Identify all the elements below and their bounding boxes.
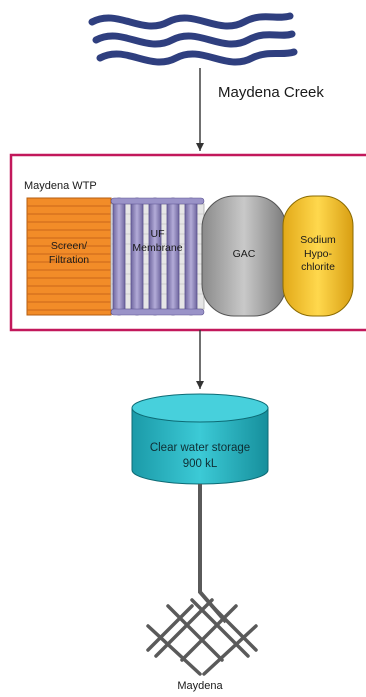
reticulation-network-icon <box>146 598 258 676</box>
storage-name: Clear water storage <box>149 442 251 454</box>
storage-capacity: 900 kL <box>182 457 218 470</box>
stage-label-gac: GAC <box>232 248 256 260</box>
source-name: Maydena Creek <box>218 84 324 101</box>
town-name: Maydena <box>177 680 223 692</box>
water-waves-icon <box>88 12 298 66</box>
screen-filter-icon <box>26 197 112 316</box>
storage-label: Clear water storage 900 kL <box>128 441 272 472</box>
plant-boundary <box>9 153 366 332</box>
chlorine-tank-icon <box>282 195 354 317</box>
uf-membrane-icon <box>110 197 205 316</box>
stage-label-uf-membrane: UF Membrane <box>132 228 183 254</box>
stage-label-screen-filtration: Screen/ Filtration <box>48 240 90 266</box>
plant-name: Maydena WTP <box>24 180 97 192</box>
storage-tank-icon <box>131 393 269 485</box>
stage-label-sodium-hypochlorite: Sodium Hypo- chlorite <box>300 234 336 274</box>
